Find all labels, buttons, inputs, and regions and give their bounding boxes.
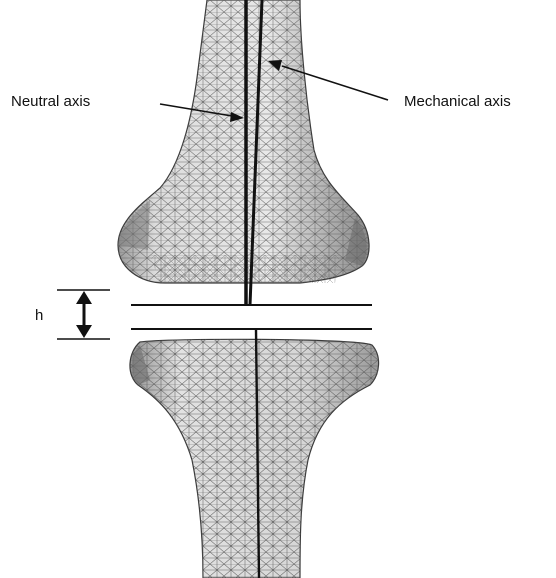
gap-arrow-down-icon bbox=[76, 325, 92, 338]
tibia bbox=[130, 339, 379, 578]
gap-label: h bbox=[35, 307, 43, 324]
neutral-axis-label: Neutral axis bbox=[11, 93, 90, 110]
mechanical-axis-label: Mechanical axis bbox=[404, 93, 511, 110]
gap-dimension: h bbox=[35, 290, 110, 339]
gap-arrow-up-icon bbox=[76, 291, 92, 304]
joint-gap bbox=[131, 305, 372, 329]
femur bbox=[118, 0, 369, 283]
